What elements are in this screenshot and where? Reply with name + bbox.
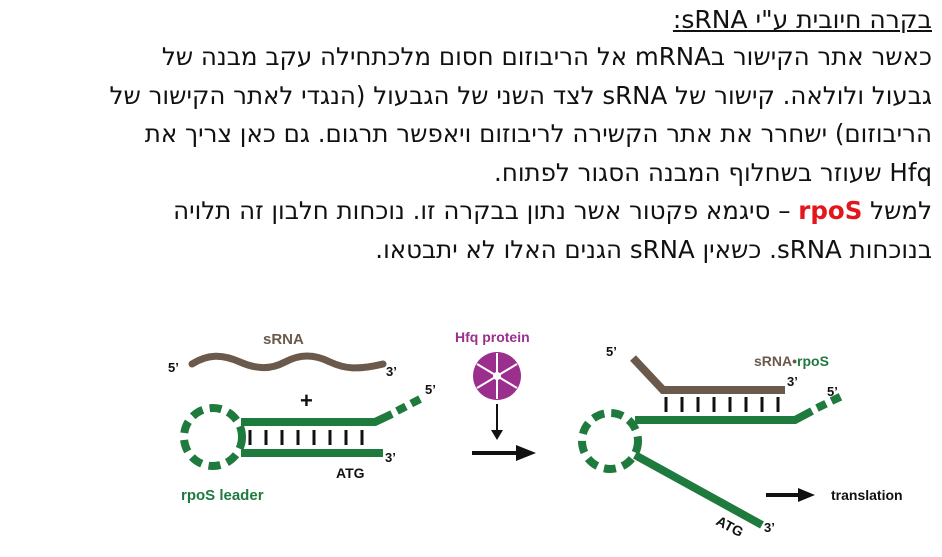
mrna-5prime-label: 5’ <box>425 382 436 397</box>
rpos-highlight: rpoS <box>798 196 863 225</box>
loop-left <box>180 404 246 470</box>
loop-right <box>578 409 642 473</box>
example-line: למשל rpoS – סיגמא פקטור אשר נתון בבקרה ז… <box>7 192 932 231</box>
complex-label-srna: sRNA• <box>754 353 797 369</box>
mrna-upper-strand-left <box>241 410 394 426</box>
srna-3prime-label: 3’ <box>386 364 397 379</box>
plus-sign: + <box>300 388 313 413</box>
srna-3prime-label-right: 3’ <box>787 374 798 389</box>
paragraph-line: Hfq שעוזר בשחלוף המבנה הסגור לפתוח. <box>494 157 932 187</box>
srna-5prime-label: 5’ <box>168 360 179 375</box>
srna-strand-left <box>188 352 387 372</box>
mrna-3prime-label: 3’ <box>385 450 396 465</box>
paragraph-line: הריבוזום) ישחרר את אתר הקשירה לריבוזום ו… <box>144 119 932 148</box>
atg-label-left: ATG <box>336 465 365 481</box>
reaction-arrow <box>472 445 536 461</box>
rpos-leader-label: rpoS leader <box>181 487 264 504</box>
translation-arrow <box>766 488 815 502</box>
srna-regulation-diagram: sRNA 5’ 3’ + 5’ 3’ ATG rpoS leader Hfq p… <box>168 329 903 540</box>
mrna-upper-tail-right <box>815 392 844 412</box>
srna-label: sRNA <box>263 331 304 348</box>
mrna-lower-strand-right <box>633 451 764 529</box>
paragraph-line: בנוכחות sRNA. כשאין sRNA הגנים האלו לא י… <box>375 234 932 264</box>
hfq-down-arrow <box>491 404 503 440</box>
mrna-upper-tail-left <box>395 393 426 415</box>
srna-strand-right <box>630 355 785 394</box>
hfq-protein-icon <box>473 352 521 400</box>
base-pairs-right <box>664 397 780 412</box>
base-pairs-left <box>248 430 364 445</box>
hfq-protein-label: Hfq protein <box>455 329 530 345</box>
example-suffix: – סיגמא פקטור אשר נתון בבקרה זו. נוכחות … <box>173 196 799 225</box>
srna-5prime-label-right: 5’ <box>606 344 617 359</box>
section-heading: בקרה חיובית ע"י sRNA: <box>672 5 932 34</box>
text-block: בקרה חיובית ע"י sRNA: כאשר אתר הקישור בm… <box>7 0 932 269</box>
translation-label: translation <box>831 487 903 503</box>
complex-label: sRNA•rpoS <box>754 353 829 369</box>
mrna-upper-strand-right <box>635 407 814 424</box>
paragraph-line: כאשר אתר הקישור בmRNA אל הריבוזום חסום מ… <box>161 42 932 71</box>
example-prefix: למשל <box>862 196 932 225</box>
paragraph-line: גבעול ולולאה. קישור של sRNA לצד השני של … <box>109 80 932 110</box>
mrna-3prime-label-right: 3’ <box>764 520 775 535</box>
complex-label-rpos: rpoS <box>797 353 829 369</box>
mrna-5prime-label-right: 5’ <box>827 384 838 399</box>
